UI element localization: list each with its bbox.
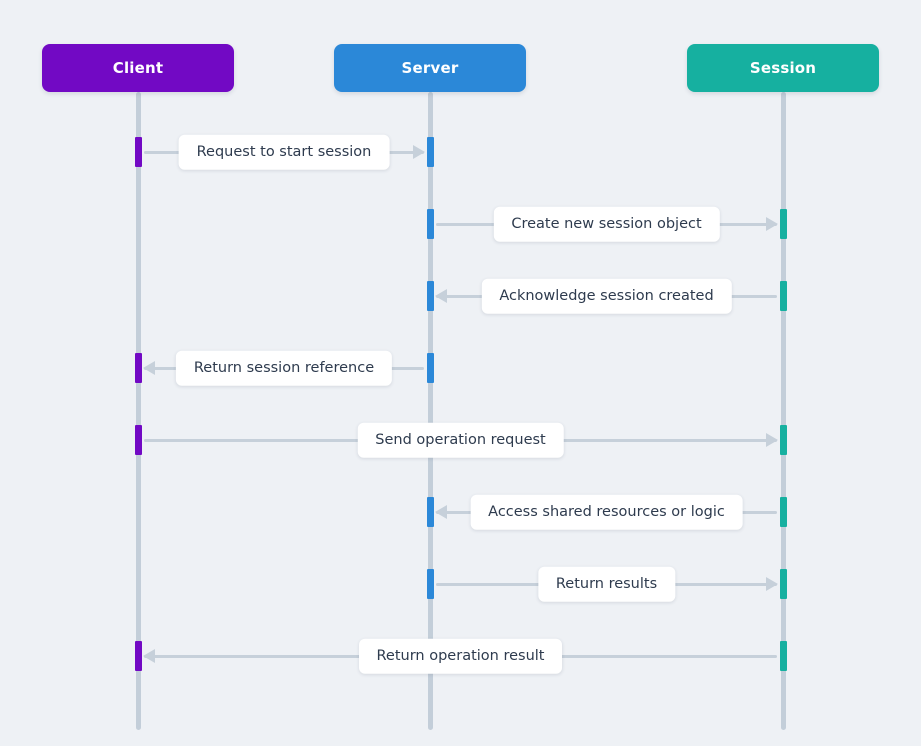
activation-bar-server-msg4 — [427, 353, 434, 383]
message-label-5[interactable]: Send operation request — [357, 422, 564, 458]
activation-bar-session-msg3 — [780, 281, 787, 311]
activation-bar-client-msg1 — [135, 137, 142, 167]
message-label-6[interactable]: Access shared resources or logic — [470, 494, 743, 530]
message-arrowhead-1 — [413, 145, 425, 159]
lifeline-client — [136, 92, 141, 730]
participant-label-session: Session — [749, 59, 817, 77]
activation-bar-server-msg2 — [427, 209, 434, 239]
message-arrowhead-2 — [766, 217, 778, 231]
activation-bar-server-msg3 — [427, 281, 434, 311]
message-label-7[interactable]: Return results — [537, 566, 676, 602]
activation-bar-client-msg8 — [135, 641, 142, 671]
participant-client[interactable]: Client — [42, 44, 234, 92]
lifeline-session — [781, 92, 786, 730]
message-label-4[interactable]: Return session reference — [175, 350, 393, 386]
activation-bar-session-msg2 — [780, 209, 787, 239]
message-arrowhead-8 — [143, 649, 155, 663]
activation-bar-session-msg8 — [780, 641, 787, 671]
message-arrowhead-4 — [143, 361, 155, 375]
activation-bar-session-msg5 — [780, 425, 787, 455]
participant-label-server: Server — [401, 59, 459, 77]
message-arrowhead-6 — [435, 505, 447, 519]
activation-bar-session-msg7 — [780, 569, 787, 599]
message-label-1[interactable]: Request to start session — [178, 134, 390, 170]
message-label-3[interactable]: Acknowledge session created — [481, 278, 732, 314]
participant-label-client: Client — [112, 59, 164, 77]
activation-bar-server-msg6 — [427, 497, 434, 527]
participant-server[interactable]: Server — [334, 44, 526, 92]
activation-bar-server-msg1 — [427, 137, 434, 167]
message-arrowhead-7 — [766, 577, 778, 591]
activation-bar-session-msg6 — [780, 497, 787, 527]
participant-session[interactable]: Session — [687, 44, 879, 92]
activation-bar-client-msg4 — [135, 353, 142, 383]
message-arrowhead-3 — [435, 289, 447, 303]
message-label-8[interactable]: Return operation result — [358, 638, 563, 674]
message-arrowhead-5 — [766, 433, 778, 447]
lifeline-server — [428, 92, 433, 730]
activation-bar-server-msg7 — [427, 569, 434, 599]
message-label-2[interactable]: Create new session object — [493, 206, 720, 242]
activation-bar-client-msg5 — [135, 425, 142, 455]
